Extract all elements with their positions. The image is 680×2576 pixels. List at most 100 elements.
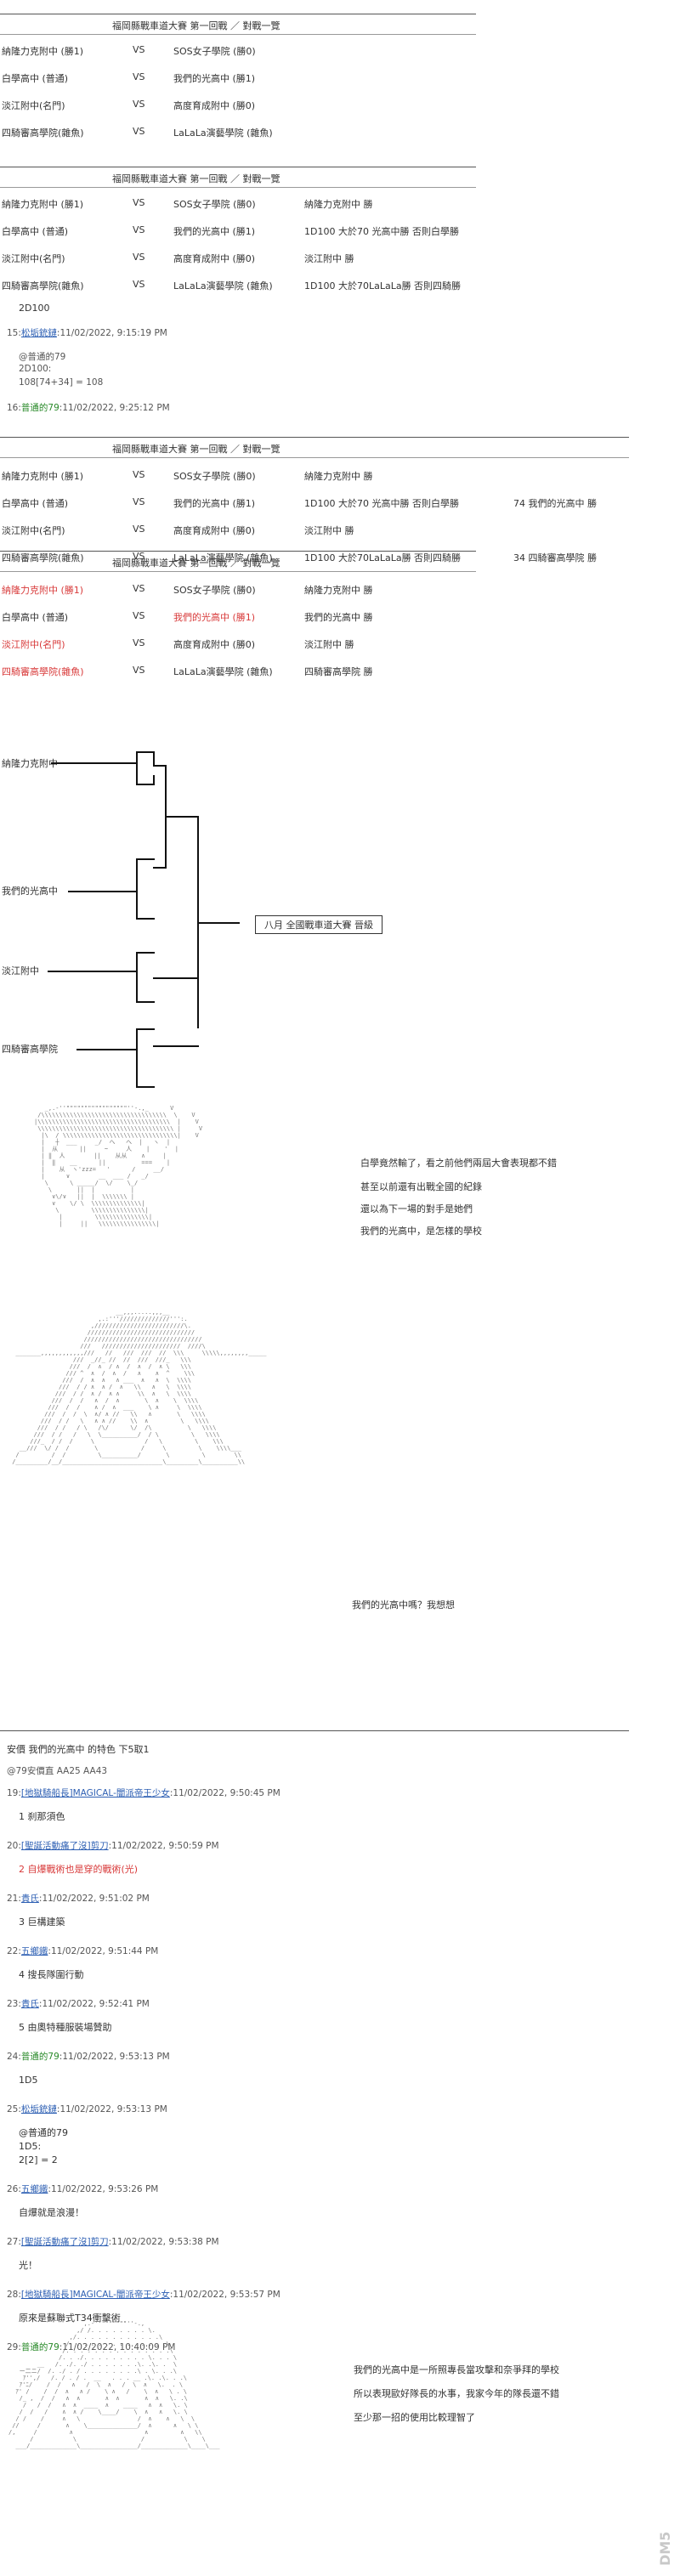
- post-time: :11/02/2022, 9:50:45 PM: [169, 1788, 280, 1798]
- section4-title: 福岡縣戰車道大賽 第一回戰 ／ 對戰一覽: [112, 558, 280, 569]
- team-a: 納隆力克附中 (勝1): [2, 471, 84, 482]
- post-number: 22:: [7, 1946, 21, 1956]
- bracket-final-box: 八月 全國戰車道大賽 晉級: [255, 915, 382, 934]
- bracket-line: [153, 1045, 199, 1047]
- section4-top-rule: [0, 551, 476, 552]
- post-number: 29:: [7, 2342, 21, 2352]
- anchor-poll-note: @79安價直 AA25 AA43: [7, 1766, 108, 1776]
- post-author-link[interactable]: [地獄騎船長]MAGICAL-闇派帝王少女: [20, 1788, 170, 1798]
- post-number: 23:: [7, 1999, 21, 2009]
- team-b: LaLaLa演藝學院 (雜魚): [173, 666, 273, 677]
- bracket-line: [136, 918, 155, 920]
- section3-top-rule: [0, 437, 629, 438]
- bracket-line: [68, 891, 136, 892]
- aa3-line-1: 我們的光高中是一所照專長當攻擊和奈爭拜的學校: [354, 2364, 559, 2375]
- team-b: 高度育成附中 (勝0): [173, 100, 256, 111]
- bracket-line: [136, 1028, 155, 1030]
- team-a: 四騎審高學院(雜魚): [2, 666, 84, 677]
- team-a: 四騎審高學院(雜魚): [2, 552, 84, 563]
- bracket-line: [136, 952, 138, 1003]
- bracket-team-3: 淡江附中: [2, 965, 39, 977]
- team-a: 淡江附中(名門): [2, 525, 65, 536]
- match-result: 淡江附中 勝: [304, 639, 354, 650]
- vs-label: VS: [133, 44, 145, 55]
- ascii-art-character-3: ,.-''"""""""''-., ,/ /. . . . . . . . \.…: [8, 2320, 220, 2449]
- team-a: 淡江附中(名門): [2, 639, 65, 650]
- vs-label: VS: [133, 610, 145, 621]
- match-result: 淡江附中 勝: [304, 525, 354, 536]
- post-author-link[interactable]: 五鄉鐵: [20, 2184, 48, 2194]
- post-author-link[interactable]: 普通的79: [20, 2052, 60, 2062]
- team-b: LaLaLa演藝學院 (雜魚): [173, 280, 273, 292]
- post-header: 19:[地獄騎船長]MAGICAL-闇派帝王少女:11/02/2022, 9:5…: [7, 1786, 280, 1799]
- post-author-link[interactable]: [地獄騎船長]MAGICAL-闇派帝王少女: [20, 2290, 170, 2300]
- team-b: 高度育成附中 (勝0): [173, 253, 256, 264]
- post-16-author[interactable]: 普通的79: [20, 403, 60, 413]
- section1-title-rule: [0, 34, 476, 35]
- post-16-number: 16:: [7, 403, 21, 413]
- bracket-line: [136, 784, 153, 785]
- post-16-time: :11/02/2022, 9:25:12 PM: [59, 403, 170, 413]
- team-b: 我們的光高中 (勝1): [173, 73, 256, 84]
- post-number: 19:: [7, 1788, 21, 1798]
- team-a: 納隆力克附中 (勝1): [2, 46, 84, 57]
- post-number: 26:: [7, 2184, 21, 2194]
- vs-label: VS: [133, 551, 145, 562]
- section2-title-rule: [0, 187, 476, 188]
- post-header: 22:五鄉鐵:11/02/2022, 9:51:44 PM: [7, 1945, 158, 1957]
- post-time: :11/02/2022, 9:51:02 PM: [38, 1894, 150, 1904]
- post-author-link[interactable]: 五鄉鐵: [20, 1946, 48, 1956]
- post-header: 20:[聖誕活動痛了沒]剪刀:11/02/2022, 9:50:59 PM: [7, 1839, 219, 1852]
- post-author-link[interactable]: [聖誕活動痛了沒]剪刀: [20, 1841, 109, 1851]
- aa3-line-2: 所以表現歐好隊長的水事，我家今年的隊長還不錯: [354, 2388, 559, 2399]
- post-author-link[interactable]: 貴氏: [20, 1894, 39, 1904]
- post-body: 5 由奧特種服裝場贊助: [19, 2022, 112, 2033]
- post-body: 光！: [19, 2260, 37, 2271]
- team-b: LaLaLa演藝學院 (雜魚): [173, 127, 273, 139]
- bracket-line: [136, 751, 153, 753]
- bracket-line: [136, 1028, 138, 1088]
- post-header: 25:松垢銃鏈:11/02/2022, 9:53:13 PM: [7, 2103, 167, 2115]
- bracket-line: [136, 952, 155, 954]
- team-b: 高度育成附中 (勝0): [173, 639, 256, 650]
- ascii-art-character-2: __,,,.....,,,__ ,.:'''//////////////''':…: [12, 1309, 267, 1465]
- match-result: 1D100 大於70LaLaLa勝 否則四騎勝: [304, 280, 462, 292]
- team-a: 納隆力克附中 (勝1): [2, 585, 84, 596]
- dm5-watermark-logo: DM5: [656, 2510, 675, 2569]
- aa1-line-4: 我們的光高中，是怎樣的學校: [360, 1226, 482, 1237]
- post-author-link[interactable]: 松垢銃鏈: [20, 2104, 57, 2115]
- vs-label: VS: [133, 279, 145, 290]
- team-a: 四騎審高學院(雜魚): [2, 127, 84, 139]
- section5-top-rule: [0, 1730, 629, 1731]
- bracket-line: [136, 1086, 155, 1088]
- post-15-author-link[interactable]: 松垢銃鏈: [20, 328, 57, 338]
- aa1-line-3: 還以為下一場的對手是她們: [360, 1203, 473, 1214]
- post-time: :11/02/2022, 9:53:38 PM: [108, 2237, 219, 2247]
- post-number: 27:: [7, 2237, 21, 2247]
- post-body: 1D5: [19, 2075, 38, 2086]
- team-a: 淡江附中(名門): [2, 253, 65, 264]
- team-a: 白學高中 (普通): [2, 612, 69, 623]
- post-time: :11/02/2022, 9:51:44 PM: [48, 1946, 159, 1956]
- anchor-poll-title: 安價 我們的光高中 的特色 下5取1: [7, 1744, 150, 1755]
- post-author-link[interactable]: [聖誕活動痛了沒]剪刀: [20, 2237, 109, 2247]
- post-body: 3 巨構建築: [19, 1916, 65, 1928]
- post-body: 原來是蘇聯式T34衝擊術: [19, 2313, 121, 2324]
- bracket-team-1: 納隆力克附中: [2, 758, 58, 769]
- post-header: 26:五鄉鐵:11/02/2022, 9:53:26 PM: [7, 2183, 158, 2195]
- post-number: 28:: [7, 2290, 21, 2300]
- watermark-text: DM5: [657, 2532, 673, 2566]
- post-15-header: 15:松垢銃鏈:11/02/2022, 9:15:19 PM: [7, 326, 167, 339]
- match-result: 1D100 大於70 光高中勝 否則白學勝: [304, 498, 459, 509]
- post-body: 自爆就是浪漫！: [19, 2207, 84, 2218]
- post-author-link[interactable]: 普通的79: [20, 2342, 60, 2352]
- bracket-line: [153, 751, 155, 765]
- bracket-line: [165, 816, 199, 818]
- bracket-line: [153, 765, 165, 767]
- post-author-link[interactable]: 貴氏: [20, 1999, 39, 2009]
